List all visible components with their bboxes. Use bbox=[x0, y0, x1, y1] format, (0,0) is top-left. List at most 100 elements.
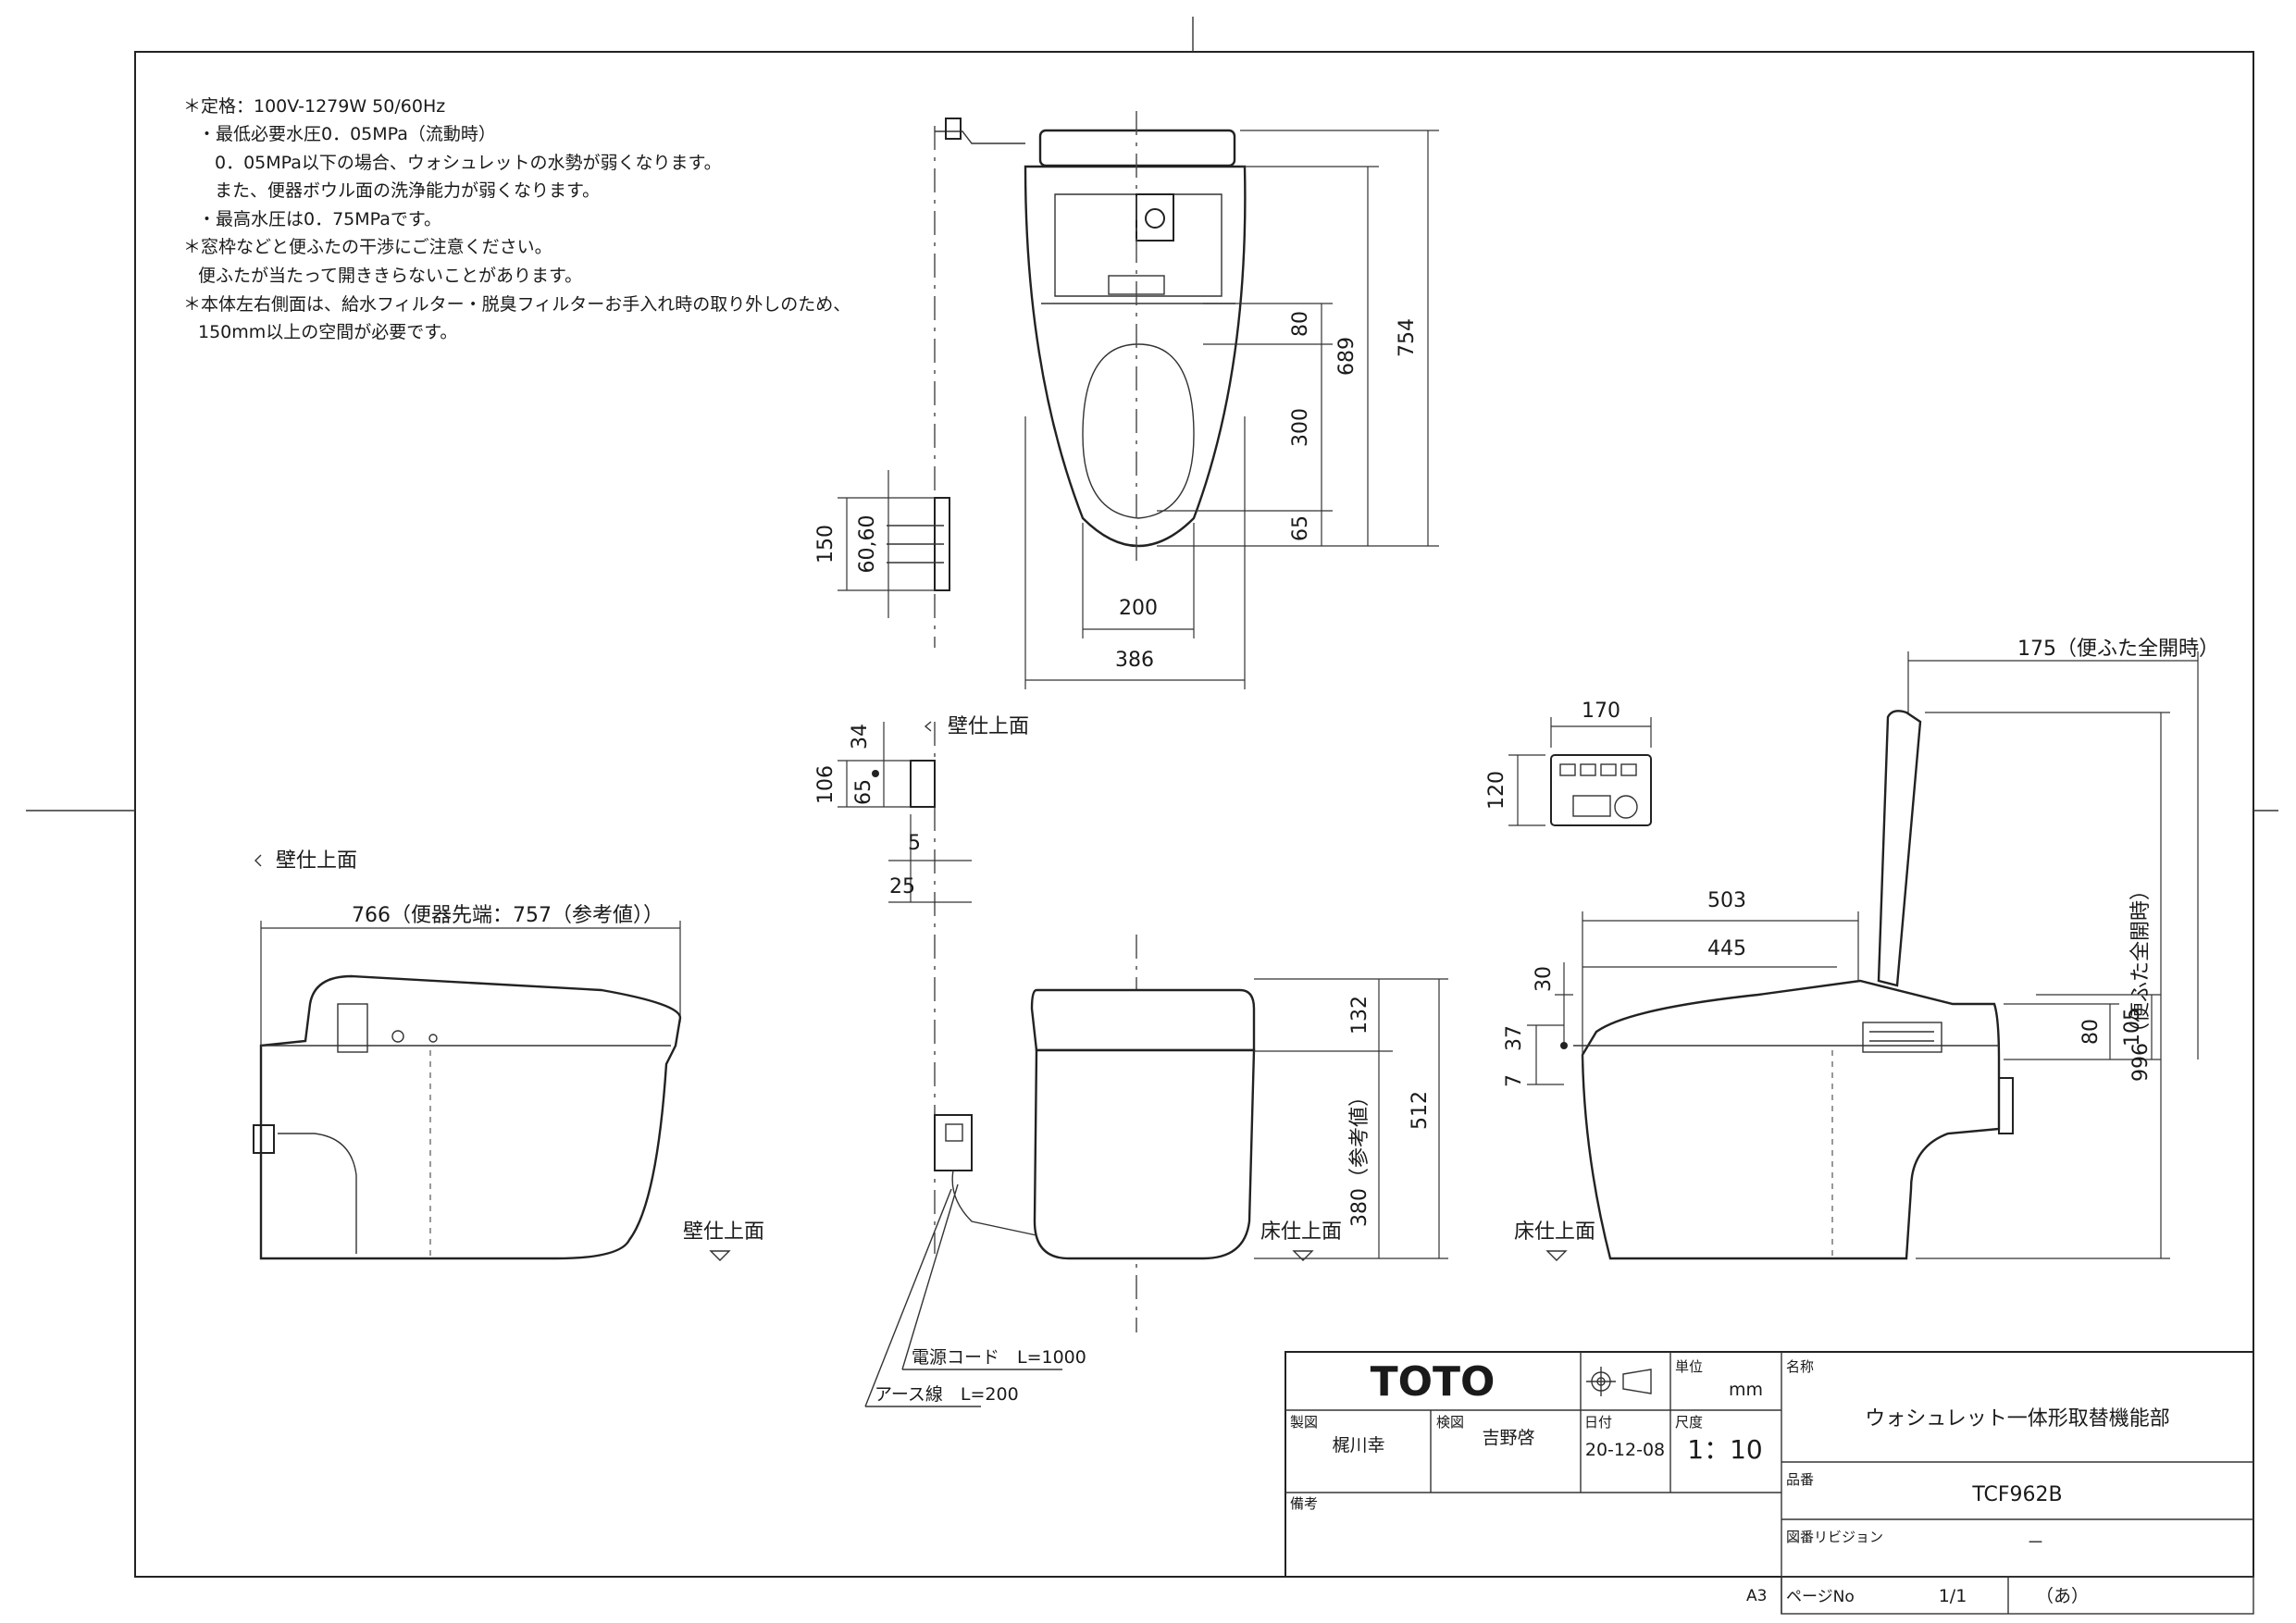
drawn-label: 製図 bbox=[1290, 1414, 1318, 1431]
revision-value: － bbox=[2027, 1532, 2044, 1553]
scale-label: 尺度 bbox=[1675, 1414, 1703, 1431]
unit-value: mm bbox=[1729, 1380, 1763, 1400]
title-block: TOTO 単位 mm 名称 ウォシュレット一体形取替機能部 製図 梶川幸 検図 … bbox=[1285, 1351, 2254, 1615]
note-min-pressure: ・最低必要水圧0．05MPa（流動時） bbox=[198, 124, 496, 144]
dim-105-right: 105 bbox=[2121, 1008, 2144, 1047]
dim-766-left: 766（便器先端：757（参考値）） bbox=[352, 904, 664, 927]
note-rating: ＊定格：100V-1279W 50/60Hz bbox=[183, 96, 446, 117]
product-name: ウォシュレット一体形取替機能部 bbox=[1865, 1407, 2170, 1431]
paper-size: A3 bbox=[1746, 1587, 1767, 1605]
note-window-frame: ＊窓枠などと便ふたの干渉にご注意ください。 bbox=[183, 237, 552, 257]
dim-689-top: 689 bbox=[1335, 337, 1359, 376]
front-seat-lid bbox=[1030, 988, 1256, 1052]
dim-996-right: 996（便ふた全開時） bbox=[2129, 880, 2153, 1082]
remote-front-view: 170 120 bbox=[1485, 700, 1652, 826]
wall-outlet bbox=[934, 1114, 973, 1171]
remote-display bbox=[1572, 795, 1611, 817]
checked-by: 吉野啓 bbox=[1482, 1428, 1534, 1448]
wall-mount-detail: 壁仕上面 34 106 65 5 25 bbox=[814, 715, 1029, 903]
dim-175-right: 175（便ふた全開時） bbox=[2017, 638, 2219, 661]
dim-34-mount: 34 bbox=[849, 724, 872, 750]
remote-dial bbox=[1614, 795, 1638, 819]
projection-symbol-icon bbox=[1586, 1367, 1652, 1396]
dim-106-mount: 106 bbox=[814, 765, 838, 804]
dim-30-right: 30 bbox=[1533, 966, 1556, 992]
wall-valve-right bbox=[1998, 1077, 2014, 1134]
dim-386-top: 386 bbox=[1115, 649, 1154, 672]
sheet-border bbox=[134, 51, 2254, 1578]
name-label: 名称 bbox=[1786, 1358, 1814, 1375]
dim-503-right: 503 bbox=[1707, 889, 1746, 912]
wall-label-mount: 壁仕上面 bbox=[948, 715, 1029, 738]
power-cord-label: 電源コード L=1000 bbox=[912, 1347, 1086, 1368]
valve-knob-top bbox=[1145, 208, 1165, 229]
page-mark: （あ） bbox=[2036, 1586, 2089, 1606]
dim-25-mount: 25 bbox=[889, 875, 915, 898]
note-weak-clean: また、便器ボウル面の洗浄能力が弱くなります。 bbox=[215, 180, 601, 201]
dim-7-right: 7 bbox=[1503, 1074, 1526, 1087]
note-side-space: ＊本体左右側面は、給水フィルター・脱臭フィルターお手入れ時の取り外しのため、 bbox=[183, 294, 851, 315]
dim-512-front: 512 bbox=[1409, 1091, 1432, 1130]
note-max-pressure: ・最高水圧は0．75MPaです。 bbox=[198, 209, 442, 229]
toilet-outline-top bbox=[1024, 165, 1247, 548]
dim-170-remote: 170 bbox=[1582, 700, 1620, 723]
dim-120-remote: 120 bbox=[1485, 771, 1508, 810]
note-weak-flow: 0．05MPa以下の場合、ウォシュレットの水勢が弱くなります。 bbox=[215, 153, 722, 173]
remote-top-view: 150 60,60 bbox=[814, 470, 950, 618]
dim-380-front: 380（参考値） bbox=[1348, 1086, 1371, 1227]
side-panel-left bbox=[337, 1003, 368, 1053]
drawn-by: 梶川幸 bbox=[1332, 1435, 1384, 1456]
page-value: 1/1 bbox=[1939, 1586, 1967, 1606]
dim-754-top: 754 bbox=[1396, 318, 1419, 357]
date-value: 20-12-08 bbox=[1585, 1440, 1665, 1460]
remarks-label: 備考 bbox=[1290, 1495, 1318, 1512]
checked-label: 検図 bbox=[1436, 1414, 1464, 1431]
wall-label-left-bottom: 壁仕上面 bbox=[683, 1220, 764, 1244]
front-bowl bbox=[1033, 1048, 1256, 1260]
floor-label-right: 床仕上面 bbox=[1514, 1220, 1595, 1244]
scale-value: 1：10 bbox=[1687, 1434, 1762, 1465]
supply-hose-top bbox=[935, 130, 1025, 144]
top-view: 80 300 65 689 754 200 386 bbox=[935, 111, 1439, 689]
supply-hose-left bbox=[278, 1133, 357, 1254]
power-cord bbox=[951, 1170, 1037, 1236]
page-label: ページNo bbox=[1786, 1588, 1855, 1606]
wall-label-left: 壁仕上面 bbox=[276, 849, 357, 873]
front-view: 電源コード L=1000 アース線 L=200 132 380（参考値） 512… bbox=[864, 935, 1448, 1407]
remote-body bbox=[1550, 754, 1652, 826]
dim-65-mount: 65 bbox=[852, 779, 875, 805]
dim-37-right: 37 bbox=[1503, 1025, 1526, 1051]
dim-200-top: 200 bbox=[1119, 597, 1158, 620]
dim-445-right: 445 bbox=[1707, 937, 1746, 960]
toilet-body-left bbox=[259, 974, 682, 1260]
earth-wire-label: アース線 L=200 bbox=[875, 1384, 1019, 1405]
tank-cap bbox=[1038, 129, 1236, 167]
seat-opening bbox=[1082, 343, 1195, 519]
unit-label: 単位 bbox=[1675, 1358, 1703, 1375]
part-number: TCF962B bbox=[1971, 1483, 2062, 1506]
dim-132-front: 132 bbox=[1348, 996, 1371, 1035]
wall-valve-left bbox=[253, 1124, 275, 1154]
revision-label: 図番リビジョン bbox=[1786, 1529, 1883, 1545]
remote-bracket bbox=[910, 760, 936, 808]
right-side-view: 175（便ふた全開時） 503 445 30 37 7 80 105 bbox=[1503, 638, 2219, 1261]
dim-6060-remote: 60,60 bbox=[856, 515, 879, 574]
floor-label-front: 床仕上面 bbox=[1260, 1220, 1342, 1244]
vent-panel-right bbox=[1862, 1022, 1942, 1053]
dim-80-right: 80 bbox=[2079, 1019, 2103, 1045]
wall-stop-valve bbox=[945, 118, 962, 140]
dim-150-remote: 150 bbox=[814, 525, 838, 564]
dim-300-top: 300 bbox=[1289, 408, 1312, 447]
left-side-view: 壁仕上面 766（便器先端：757（参考値）） 壁仕上面 bbox=[253, 849, 764, 1261]
note-lid-contact: 便ふたが当たって開ききらないことがあります。 bbox=[198, 266, 583, 286]
toilet-body-right bbox=[1581, 979, 2001, 1260]
open-lid-right bbox=[1877, 710, 1922, 987]
note-150mm: 150mm以上の空間が必要です。 bbox=[198, 322, 458, 342]
dim-65-top: 65 bbox=[1289, 515, 1312, 541]
brand-logo: TOTO bbox=[1371, 1358, 1496, 1406]
dim-5-mount: 5 bbox=[908, 832, 921, 855]
date-label: 日付 bbox=[1584, 1414, 1612, 1431]
part-label: 品番 bbox=[1786, 1471, 1814, 1488]
dim-80-top: 80 bbox=[1289, 311, 1312, 337]
